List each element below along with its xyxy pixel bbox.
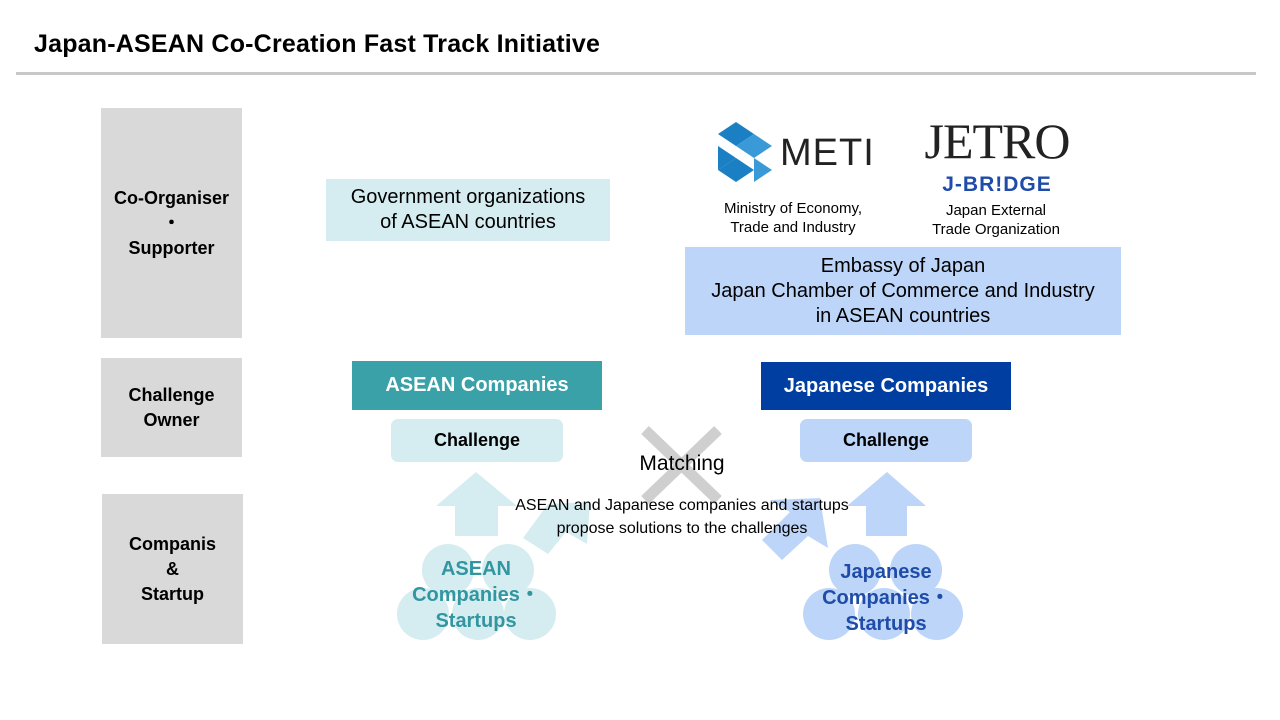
propose-text: ASEAN and Japanese companies and startup… — [470, 494, 894, 540]
group-line: Startups — [845, 613, 927, 635]
up-arrow-left-icon — [436, 472, 517, 536]
row-label-challenge-owner: Challenge Owner — [101, 358, 242, 457]
japanese-group-label: Japanese Companies・ Startups — [800, 559, 972, 637]
japanese-group-circles-icon — [803, 544, 963, 640]
diagonal-arrow-left-icon — [523, 502, 590, 554]
group-line: Startups — [435, 610, 517, 632]
propose-line: propose solutions to the challenges — [556, 520, 808, 537]
box-line: Japan Chamber of Commerce and Industry — [711, 279, 1095, 302]
row-label-co-organiser: Co-Organiser ・ Supporter — [101, 108, 242, 338]
caption-line: Ministry of Economy, — [723, 200, 863, 217]
caption-line: Japan External — [945, 202, 1047, 219]
box-line: in ASEAN countries — [815, 304, 991, 327]
asean-group-circles-icon — [397, 544, 556, 640]
row-label-line: Co-Organiser — [113, 187, 230, 208]
meti-emblem-icon — [718, 122, 772, 182]
diagonal-arrow-right-icon — [762, 498, 828, 560]
asean-group-label: ASEAN Companies・ Startups — [396, 556, 556, 634]
row-label-line: Owner — [143, 409, 200, 430]
row-label-line: & — [166, 558, 179, 579]
meti-logo-text: METI — [780, 132, 875, 174]
group-line: Companies・ — [412, 584, 540, 606]
caption-line: Trade and Industry — [730, 219, 856, 236]
group-line: ASEAN — [440, 558, 511, 580]
asean-companies-header: ASEAN Companies — [352, 361, 602, 410]
group-line: Japanese — [840, 561, 932, 583]
caption-line: Trade Organization — [932, 221, 1060, 238]
row-label-companies: Companis & Startup — [102, 494, 243, 644]
matching-label: Matching — [639, 452, 725, 475]
challenge-right: Challenge — [800, 419, 972, 462]
box-line: of ASEAN countries — [380, 211, 556, 233]
japanese-companies-header: Japanese Companies — [761, 362, 1011, 410]
row-label-line: Supporter — [128, 237, 215, 258]
meti-caption: Ministry of Economy, Trade and Industry — [704, 199, 882, 237]
row-label-line: Startup — [141, 583, 204, 604]
up-arrow-right-icon — [847, 472, 926, 536]
group-line: Companies・ — [822, 587, 950, 609]
propose-line: ASEAN and Japanese companies and startup… — [515, 497, 849, 514]
row-label-line: Challenge — [128, 384, 215, 405]
row-label-line: Companis — [128, 533, 216, 554]
challenge-left: Challenge — [391, 419, 563, 462]
box-line: Embassy of Japan — [820, 254, 986, 277]
meti-logo: METI — [716, 120, 874, 184]
page-title: Japan-ASEAN Co-Creation Fast Track Initi… — [34, 30, 601, 58]
government-organizations-box: Government organizations of ASEAN countr… — [326, 179, 610, 241]
title-divider — [16, 72, 1256, 75]
jetro-logo: JETRO — [924, 113, 1071, 169]
embassy-box: Embassy of Japan Japan Chamber of Commer… — [685, 247, 1121, 335]
box-line: Government organizations — [350, 186, 586, 208]
jetro-caption: Japan External Trade Organization — [910, 201, 1082, 239]
jbridge-logo: J-BR!DGE — [942, 173, 1052, 196]
row-label-line: ・ — [162, 212, 181, 233]
matching-cross-icon — [641, 426, 722, 504]
